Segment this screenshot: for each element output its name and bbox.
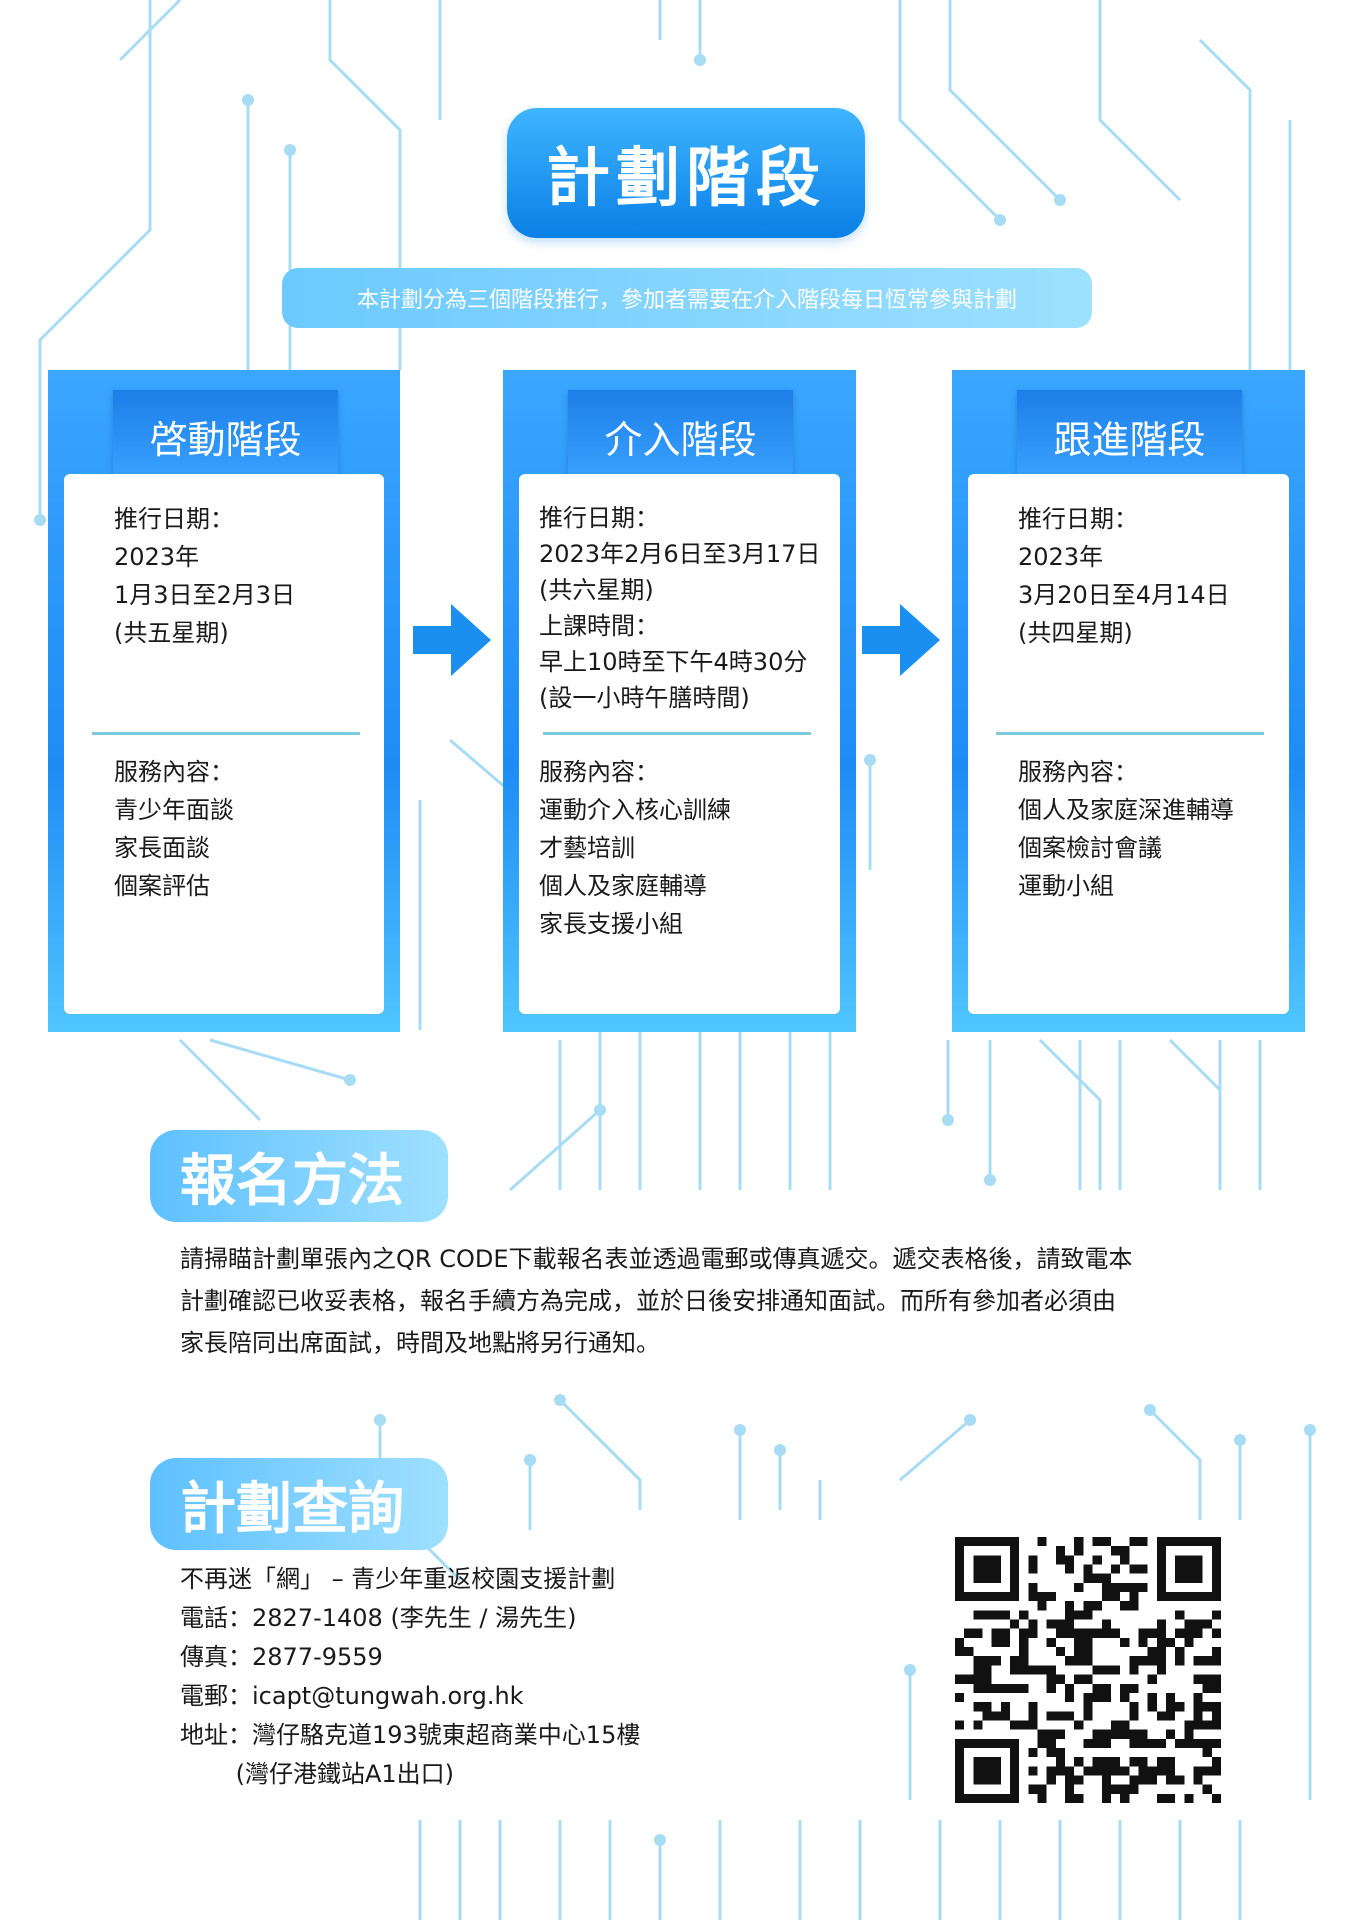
schedule-line: 2023年 — [1018, 543, 1104, 571]
service-line: 服務內容： — [1018, 758, 1138, 786]
registration-line: 家長陪同出席面試，時間及地點將另行通知。 — [180, 1329, 660, 1357]
service-line: 運動介入核心訓練 — [539, 796, 731, 824]
stage-card-intervention: 介入階段 推行日期： 2023年2月6日至3月17日 (共六星期) 上課時間： … — [503, 370, 856, 1032]
schedule-line: 1月3日至2月3日 — [114, 581, 296, 609]
schedule-line: (共六星期) — [539, 576, 654, 604]
schedule-line: 2023年 — [114, 543, 200, 571]
schedule-line: 推行日期： — [1018, 505, 1138, 533]
enquiry-contact: 不再迷「網」 – 青少年重返校園支援計劃 電話：2827-1408 (李先生 /… — [180, 1560, 880, 1794]
program-name: 不再迷「網」 – 青少年重返校園支援計劃 — [180, 1565, 616, 1593]
service-line: 個案評估 — [114, 872, 210, 900]
service-line: 才藝培訓 — [539, 834, 635, 862]
divider — [543, 732, 811, 735]
service-line: 服務內容： — [114, 758, 234, 786]
service-line: 家長面談 — [114, 834, 210, 862]
address-line: 地址：灣仔駱克道193號東超商業中心15樓 — [180, 1721, 641, 1749]
stage-details: 推行日期： 2023年2月6日至3月17日 (共六星期) 上課時間： 早上10時… — [519, 474, 840, 1014]
registration-text: 請掃瞄計劃單張內之QR CODE下載報名表並透過電郵或傳真遞交。遞交表格後，請致… — [180, 1238, 1210, 1364]
stage-details: 推行日期： 2023年 3月20日至4月14日 (共四星期) 服務內容： 個人及… — [968, 474, 1289, 1014]
schedule-line: 推行日期： — [539, 504, 659, 532]
stage-schedule: 推行日期： 2023年 3月20日至4月14日 (共四星期) — [1018, 500, 1289, 722]
arrow-right-icon — [862, 604, 940, 676]
schedule-line: 上課時間： — [539, 612, 659, 640]
divider — [996, 732, 1264, 735]
schedule-line: 推行日期： — [114, 505, 234, 533]
schedule-line: (設一小時午膳時間) — [539, 684, 750, 712]
schedule-line: 2023年2月6日至3月17日 — [539, 540, 821, 568]
service-line: 個人及家庭深進輔導 — [1018, 796, 1234, 824]
stage-title: 跟進階段 — [1017, 390, 1242, 482]
service-line: 青少年面談 — [114, 796, 234, 824]
stage-services: 服務內容： 運動介入核心訓練 才藝培訓 個人及家庭輔導 家長支援小組 — [539, 753, 840, 943]
enquiry-heading: 計劃查詢 — [150, 1458, 448, 1550]
stage-card-launch: 啓動階段 推行日期： 2023年 1月3日至2月3日 (共五星期) 服務內容： … — [48, 370, 400, 1032]
service-line: 個人及家庭輔導 — [539, 872, 707, 900]
service-line: 服務內容： — [539, 758, 659, 786]
page-subtitle: 本計劃分為三個階段推行，參加者需要在介入階段每日恆常參與計劃 — [282, 268, 1092, 328]
schedule-line: (共五星期) — [114, 619, 229, 647]
schedule-line: 早上10時至下午4時30分 — [539, 648, 808, 676]
service-line: 運動小組 — [1018, 872, 1114, 900]
address-note: (灣仔港鐵站A1出口) — [180, 1760, 455, 1788]
schedule-line: (共四星期) — [1018, 619, 1133, 647]
divider — [92, 732, 360, 735]
stage-services: 服務內容： 青少年面談 家長面談 個案評估 — [114, 753, 384, 905]
registration-heading: 報名方法 — [150, 1130, 448, 1222]
stage-schedule: 推行日期： 2023年 1月3日至2月3日 (共五星期) — [114, 500, 384, 722]
stage-details: 推行日期： 2023年 1月3日至2月3日 (共五星期) 服務內容： 青少年面談… — [64, 474, 384, 1014]
stage-title: 啓動階段 — [113, 390, 338, 482]
schedule-line: 3月20日至4月14日 — [1018, 581, 1230, 609]
stage-schedule: 推行日期： 2023年2月6日至3月17日 (共六星期) 上課時間： 早上10時… — [539, 500, 840, 722]
phone-line: 電話：2827-1408 (李先生 / 湯先生) — [180, 1604, 577, 1632]
service-line: 個案檢討會議 — [1018, 834, 1162, 862]
stage-card-follow-up: 跟進階段 推行日期： 2023年 3月20日至4月14日 (共四星期) 服務內容… — [952, 370, 1305, 1032]
fax-line: 傳真：2877-9559 — [180, 1643, 383, 1671]
registration-line: 請掃瞄計劃單張內之QR CODE下載報名表並透過電郵或傳真遞交。遞交表格後，請致… — [180, 1245, 1133, 1273]
stage-title: 介入階段 — [568, 390, 793, 482]
page-title: 計劃階段 — [507, 108, 865, 238]
stage-services: 服務內容： 個人及家庭深進輔導 個案檢討會議 運動小組 — [1018, 753, 1289, 905]
qr-code[interactable] — [955, 1537, 1221, 1803]
email-line: 電郵：icapt@tungwah.org.hk — [180, 1682, 524, 1710]
service-line: 家長支援小組 — [539, 910, 683, 938]
arrow-right-icon — [413, 604, 491, 676]
registration-line: 計劃確認已收妥表格，報名手續方為完成，並於日後安排通知面試。而所有參加者必須由 — [180, 1287, 1116, 1315]
